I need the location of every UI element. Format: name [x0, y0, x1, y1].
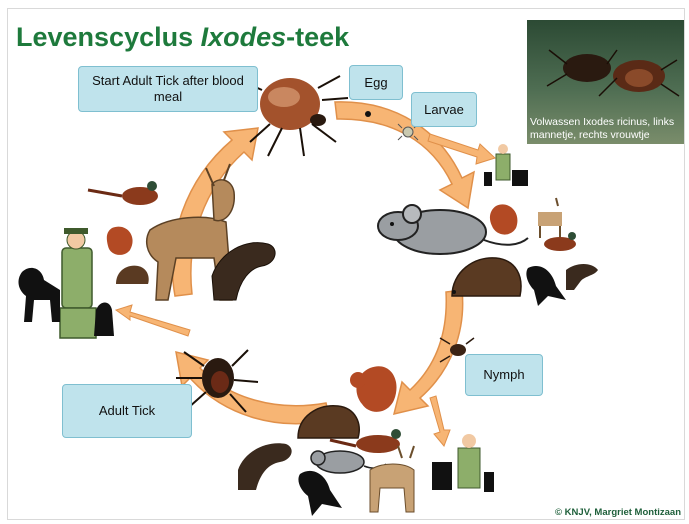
hunter-top-right-icon: [496, 144, 510, 180]
stage-label-adult: Adult Tick: [62, 384, 192, 438]
cat-bottom-right-icon: [484, 472, 494, 492]
arrow-to-human-left: [116, 305, 190, 336]
crow-bottom-icon: [298, 471, 342, 516]
pheasant-icon: [88, 181, 158, 205]
engorged-tick-icon: [244, 76, 348, 156]
stage-label-start-adult: Start Adult Tick after blood meal: [78, 66, 258, 112]
cat-top-right-icon: [484, 172, 492, 186]
hedgehog-icon: [452, 258, 521, 296]
tick-photo: Volwassen Ixodes ricinus, links mannetje…: [527, 20, 684, 144]
credit-text: © KNJV, Margriet Montizaan: [555, 507, 681, 518]
deer-bottom-icon: [370, 446, 414, 512]
dog-left-icon: [19, 268, 60, 322]
cat-left-icon: [94, 303, 114, 337]
stage-label-egg: Egg: [349, 65, 403, 100]
arrow-to-human-bottom: [430, 396, 450, 446]
squirrel-icon: [350, 366, 397, 412]
hedgehog-left-icon: [116, 266, 149, 284]
hunter-bottom-right-icon: [458, 434, 480, 488]
egg-icon: [365, 111, 371, 117]
stage-label-nymph: Nymph: [465, 354, 543, 396]
photo-caption: Volwassen Ixodes ricinus, links mannetje…: [527, 116, 684, 142]
ferret-bottom-icon: [238, 443, 292, 490]
squirrel-left-icon: [107, 227, 133, 255]
squirrel-right-icon: [490, 204, 518, 234]
ferret-right-icon: [566, 264, 598, 290]
deer-right-icon: [538, 198, 562, 238]
crow-right-icon: [526, 266, 566, 306]
dog-bottom-right-icon: [432, 462, 452, 490]
dog-top-right-icon: [512, 170, 528, 186]
stage-label-larvae: Larvae: [411, 92, 477, 127]
hunter-left-icon: [60, 228, 96, 338]
